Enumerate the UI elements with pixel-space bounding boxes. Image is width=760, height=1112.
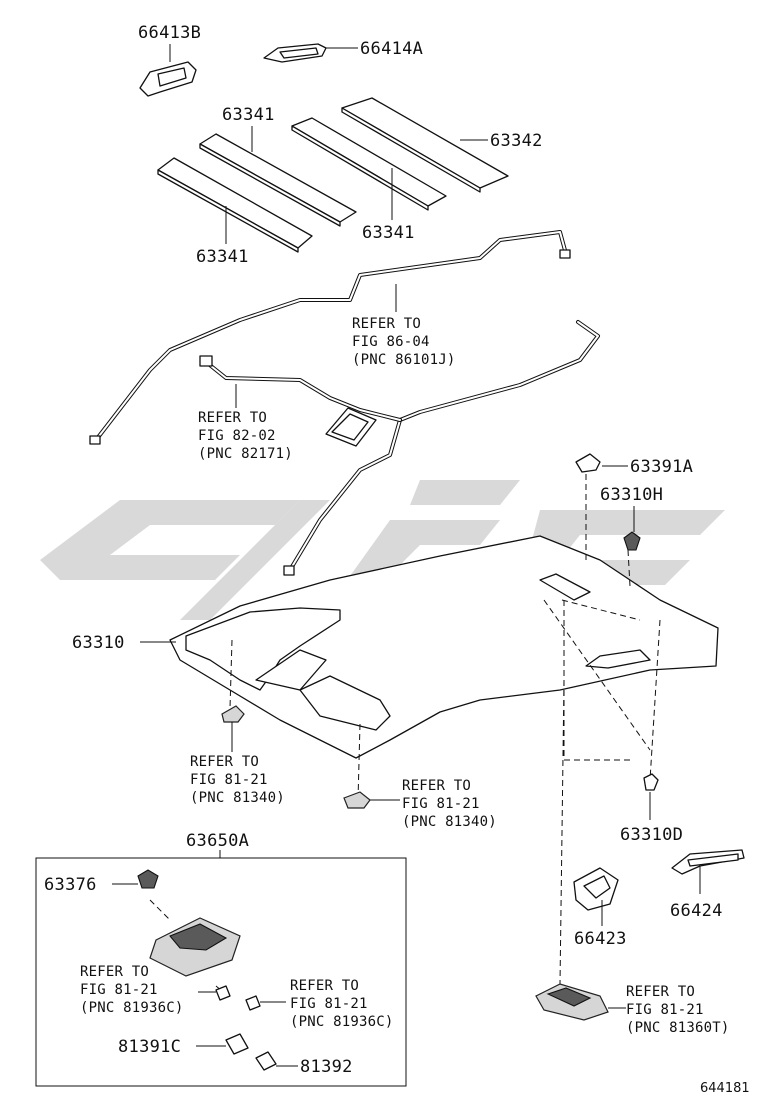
bracket-66423[interactable] xyxy=(573,867,619,911)
ref-81-21-a-line3: (PNC 81340) xyxy=(190,790,285,806)
label-66424: 66424 xyxy=(670,901,723,921)
ref-81-21-c-line1: REFER TO xyxy=(80,964,149,980)
pad-63342[interactable] xyxy=(341,97,509,193)
label-63391A: 63391A xyxy=(630,457,693,477)
bulb-81936C-right[interactable] xyxy=(245,995,261,1011)
console-81360T[interactable] xyxy=(535,983,609,1021)
ref-86-04-line1: REFER TO xyxy=(352,316,421,332)
label-66413B: 66413B xyxy=(138,23,201,43)
assist-grip-66424[interactable] xyxy=(671,849,745,875)
bulb-81936C-left[interactable] xyxy=(215,985,231,1001)
label-63310D: 63310D xyxy=(620,825,683,845)
ref-81-21-a-line1: REFER TO xyxy=(190,754,259,770)
label-63376: 63376 xyxy=(44,875,97,895)
label-63650A: 63650A xyxy=(186,831,249,851)
ref-81-21-c-line2: FIG 81-21 xyxy=(80,982,158,998)
label-81391C: 81391C xyxy=(118,1037,181,1057)
label-63341-left: 63341 xyxy=(196,247,249,267)
ref-82-02-line1: REFER TO xyxy=(198,410,267,426)
label-63310H: 63310H xyxy=(600,485,663,505)
label-66414A: 66414A xyxy=(360,39,423,59)
part-81392[interactable] xyxy=(255,1051,277,1071)
label-66423: 66423 xyxy=(574,929,627,949)
label-63342: 63342 xyxy=(490,131,543,151)
label-63341-top: 63341 xyxy=(222,105,275,125)
lens-81391C[interactable] xyxy=(225,1033,249,1055)
ref-81-21-a-line2: FIG 81-21 xyxy=(190,772,268,788)
clip-63310H[interactable] xyxy=(623,531,641,551)
ref-86-04-line3: (PNC 86101J) xyxy=(352,352,456,368)
ref-81-21-e-line1: REFER TO xyxy=(626,984,695,1000)
ref-82-02-line3: (PNC 82171) xyxy=(198,446,293,462)
ref-81-21-e-line3: (PNC 81360T) xyxy=(626,1020,730,1036)
part-66413B[interactable] xyxy=(139,44,197,97)
label-63341-mid: 63341 xyxy=(362,223,415,243)
label-81392: 81392 xyxy=(300,1057,353,1077)
ref-81-21-b-line1: REFER TO xyxy=(402,778,471,794)
clip-81340-right[interactable] xyxy=(343,791,371,809)
wire-harness-82-02[interactable] xyxy=(199,320,600,576)
clip-63310D[interactable] xyxy=(643,773,659,791)
clip-63391A[interactable] xyxy=(575,453,601,473)
pad-63341-top[interactable] xyxy=(199,133,357,227)
ref-81-21-d-line2: FIG 81-21 xyxy=(290,996,368,1012)
wire-harness-86-04[interactable] xyxy=(89,230,571,445)
ref-81-21-c-line3: (PNC 81936C) xyxy=(80,1000,184,1016)
headliner-63310[interactable] xyxy=(169,474,719,985)
part-66414A[interactable] xyxy=(263,43,358,63)
ref-81-21-b-line3: (PNC 81340) xyxy=(402,814,497,830)
clip-81340-left[interactable] xyxy=(221,705,245,723)
pad-63341-left[interactable] xyxy=(157,157,313,253)
group-box-63650A xyxy=(35,857,407,1087)
label-63310: 63310 xyxy=(72,633,125,653)
ref-81-21-e-line2: FIG 81-21 xyxy=(626,1002,704,1018)
ref-81-21-b-line2: FIG 81-21 xyxy=(402,796,480,812)
clip-63376[interactable] xyxy=(137,869,159,889)
ref-82-02-line2: FIG 82-02 xyxy=(198,428,276,444)
diagram-id: 644181 xyxy=(700,1081,750,1096)
ref-81-21-d-line3: (PNC 81936C) xyxy=(290,1014,394,1030)
pad-63341-mid[interactable] xyxy=(291,117,447,211)
ref-81-21-d-line1: REFER TO xyxy=(290,978,359,994)
dome-lamp-63650A[interactable] xyxy=(149,899,241,997)
ref-86-04-line2: FIG 86-04 xyxy=(352,334,430,350)
